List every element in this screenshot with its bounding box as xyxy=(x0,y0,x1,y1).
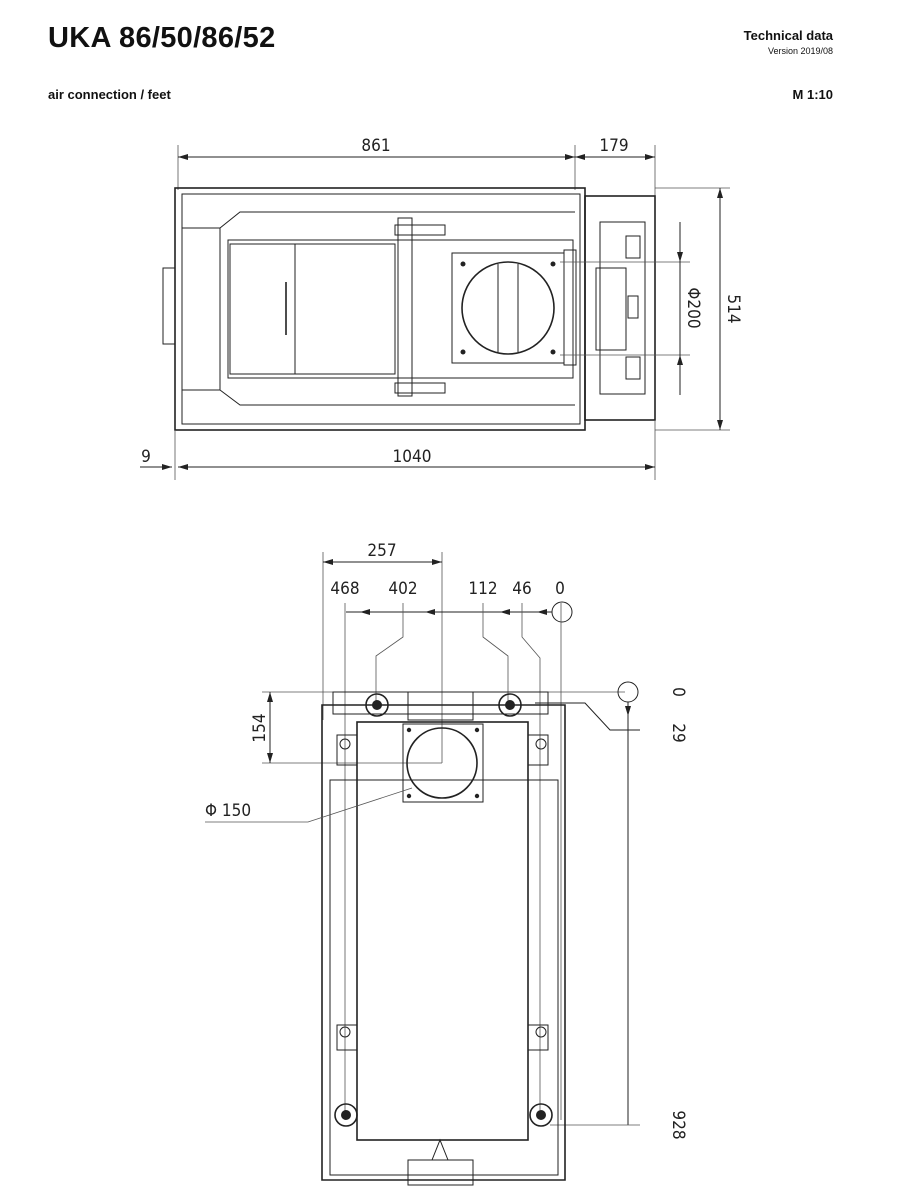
dim-x-468: 468 xyxy=(330,579,359,599)
dim-x-0: 0 xyxy=(555,579,565,599)
dim-x-112: 112 xyxy=(468,579,497,599)
scale-label: M 1:10 xyxy=(792,87,833,102)
document-type: Technical data xyxy=(743,28,833,43)
top-view: 861 179 Φ200 xyxy=(140,136,743,480)
dim-861: 861 xyxy=(361,136,390,156)
page-subtitle: air connection / feet xyxy=(48,87,171,102)
bottom-view: 257 468 402 112 46 0 154 0 29 928 xyxy=(205,541,688,1186)
dim-y-928: 928 xyxy=(668,1110,688,1139)
version-label: Version 2019/08 xyxy=(767,46,833,56)
dim-phi-200: Φ200 xyxy=(683,287,703,328)
dim-x-402: 402 xyxy=(388,579,417,599)
dim-x-46: 46 xyxy=(512,579,531,599)
page-title: UKA 86/50/86/52 xyxy=(48,22,276,54)
dim-1040: 1040 xyxy=(393,447,432,467)
dim-154: 154 xyxy=(250,713,270,742)
dim-y-0: 0 xyxy=(668,687,688,697)
dim-phi-150: Φ 150 xyxy=(205,801,251,821)
dim-y-29: 29 xyxy=(668,723,688,742)
dim-257: 257 xyxy=(367,541,396,561)
dim-9: 9 xyxy=(141,447,151,467)
dim-514: 514 xyxy=(723,294,743,323)
dim-179: 179 xyxy=(599,136,628,156)
